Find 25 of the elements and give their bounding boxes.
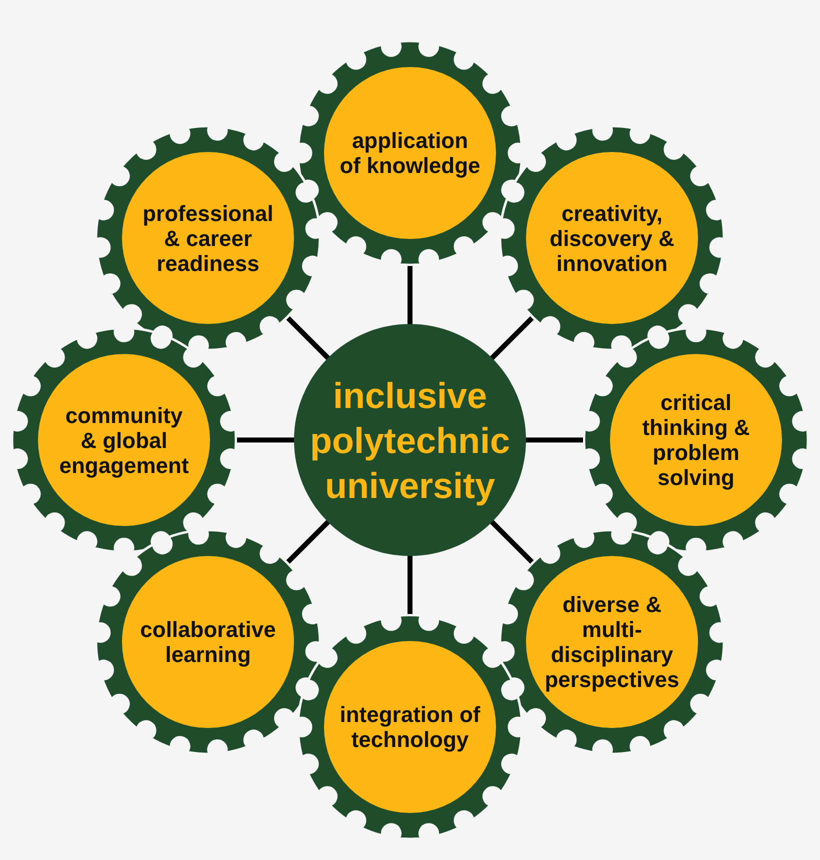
spoke-line <box>284 314 330 360</box>
gear <box>11 327 237 553</box>
spoke-line <box>408 556 412 616</box>
node-label: creativity, discovery & innovation <box>548 200 676 276</box>
spoke-line <box>490 314 536 360</box>
node-label: inclusive polytechnic university <box>308 374 512 508</box>
spoke-line <box>408 264 412 324</box>
gear <box>583 327 809 553</box>
gear <box>499 529 725 755</box>
spoke-line <box>284 520 330 566</box>
node-label: professional & career readiness <box>142 200 274 276</box>
node-label: community & global engagement <box>58 402 190 478</box>
gear <box>95 125 321 351</box>
node-label: application of knowledge <box>339 128 481 178</box>
node-label: integration of technology <box>338 702 482 752</box>
gear <box>297 614 523 840</box>
node-label: diverse & multi-disciplinary perspectives <box>544 592 680 692</box>
spoke-line <box>490 520 536 566</box>
gear <box>499 125 725 351</box>
spoke-line <box>526 438 586 442</box>
gear <box>297 40 523 266</box>
spoke-line <box>234 438 294 442</box>
node-label: critical thinking & problem solving <box>641 390 751 490</box>
gear <box>95 529 321 755</box>
node-label: collaborative learning <box>139 617 277 667</box>
